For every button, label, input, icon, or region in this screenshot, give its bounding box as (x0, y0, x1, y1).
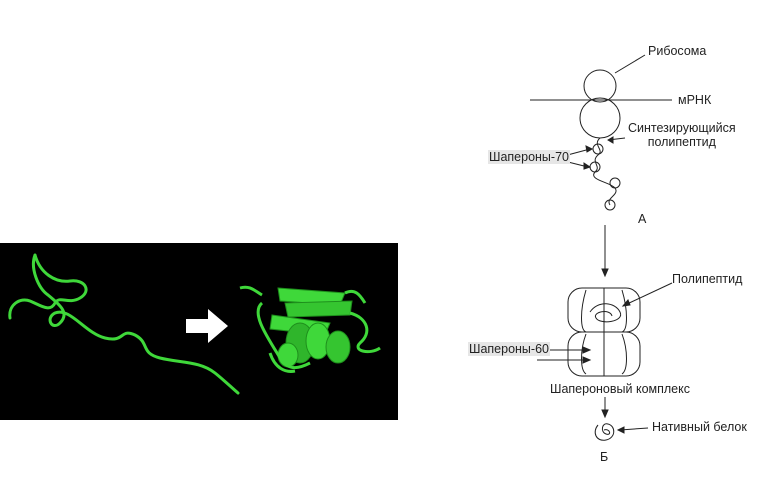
ribosome-label: Рибосома (648, 44, 707, 58)
ribosome-small-subunit (583, 69, 617, 103)
chaperone-diagram-lines (530, 54, 673, 441)
polypeptide-label: Полипептид (672, 272, 743, 286)
mrna-label: мРНК (678, 93, 712, 107)
synthesizing-label-line2: полипептид (647, 135, 716, 149)
folded-protein-structure (239, 285, 381, 373)
protein-folding-panel (0, 243, 398, 420)
chaperonin-barrel (567, 287, 641, 377)
unfolded-polypeptide-chain (8, 253, 240, 395)
folding-arrow-icon (186, 309, 228, 343)
chaperone-complex-label: Шапероновый комплекс (550, 382, 690, 396)
chaperones60-label: Шапероны-60 (468, 342, 550, 356)
native-protein-label: Нативный белок (652, 420, 747, 434)
ribosome-large-subunit (579, 97, 621, 139)
stage-b-label: Б (600, 450, 609, 464)
native-protein-glob (594, 423, 615, 441)
chaperones70-label: Шапероны-70 (488, 150, 570, 164)
chaperone-diagram: Рибосома мРНК Синтезирующийся полипептид… (420, 0, 780, 487)
stage-a-label: А (638, 212, 647, 226)
protein-folding-illustration (8, 253, 381, 395)
synthesizing-label-line1: Синтезирующийся (628, 121, 736, 135)
synthesizing-polypeptide-label: Синтезирующийся полипептид (628, 121, 736, 149)
